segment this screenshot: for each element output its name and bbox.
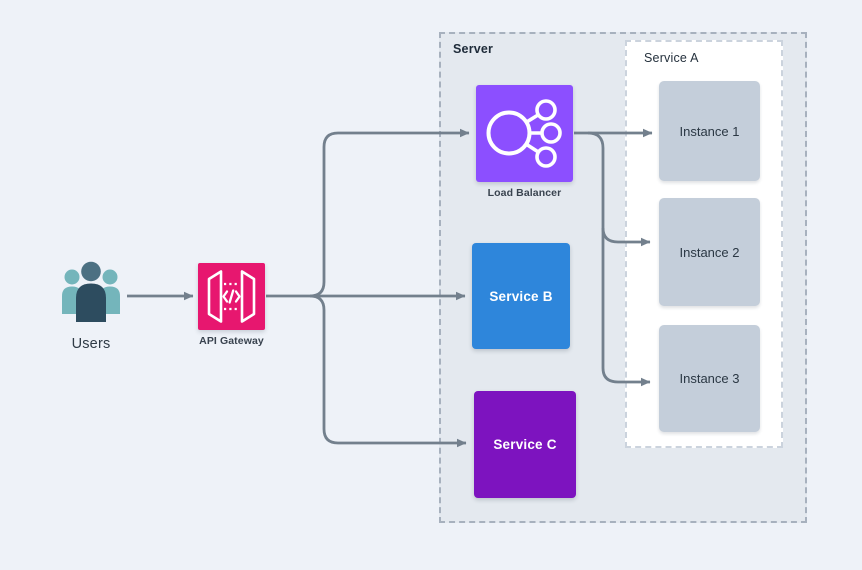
load-balancer-icon	[486, 99, 562, 168]
service-c-label: Service C	[493, 437, 557, 452]
instance-label: Instance 3	[679, 371, 740, 386]
load-balancer-box[interactable]	[476, 85, 573, 182]
api-gateway-label: API Gateway	[199, 335, 264, 347]
instance-node-3[interactable]: Instance 3	[659, 325, 760, 432]
load-balancer-node[interactable]: Load Balancer	[476, 85, 573, 199]
instance-node-1[interactable]: Instance 1	[659, 81, 760, 181]
instance-label: Instance 1	[679, 123, 740, 139]
users-icon	[62, 261, 120, 322]
api-gateway-icon	[207, 270, 256, 323]
service-c-node[interactable]: Service C	[474, 391, 576, 498]
server-label: Server	[453, 42, 494, 56]
users-label: Users	[71, 336, 111, 352]
load-balancer-label: Load Balancer	[487, 187, 562, 199]
service-a-label: Service A	[644, 51, 699, 65]
instance-node-2[interactable]: Instance 2	[659, 198, 760, 306]
users-node[interactable]: Users	[56, 258, 126, 352]
api-gateway-node[interactable]: API Gateway	[198, 263, 265, 347]
instance-label: Instance 2	[679, 244, 740, 260]
api-gateway-box[interactable]	[198, 263, 265, 330]
service-b-label: Service B	[489, 288, 553, 304]
service-b-node[interactable]: Service B	[472, 243, 570, 349]
